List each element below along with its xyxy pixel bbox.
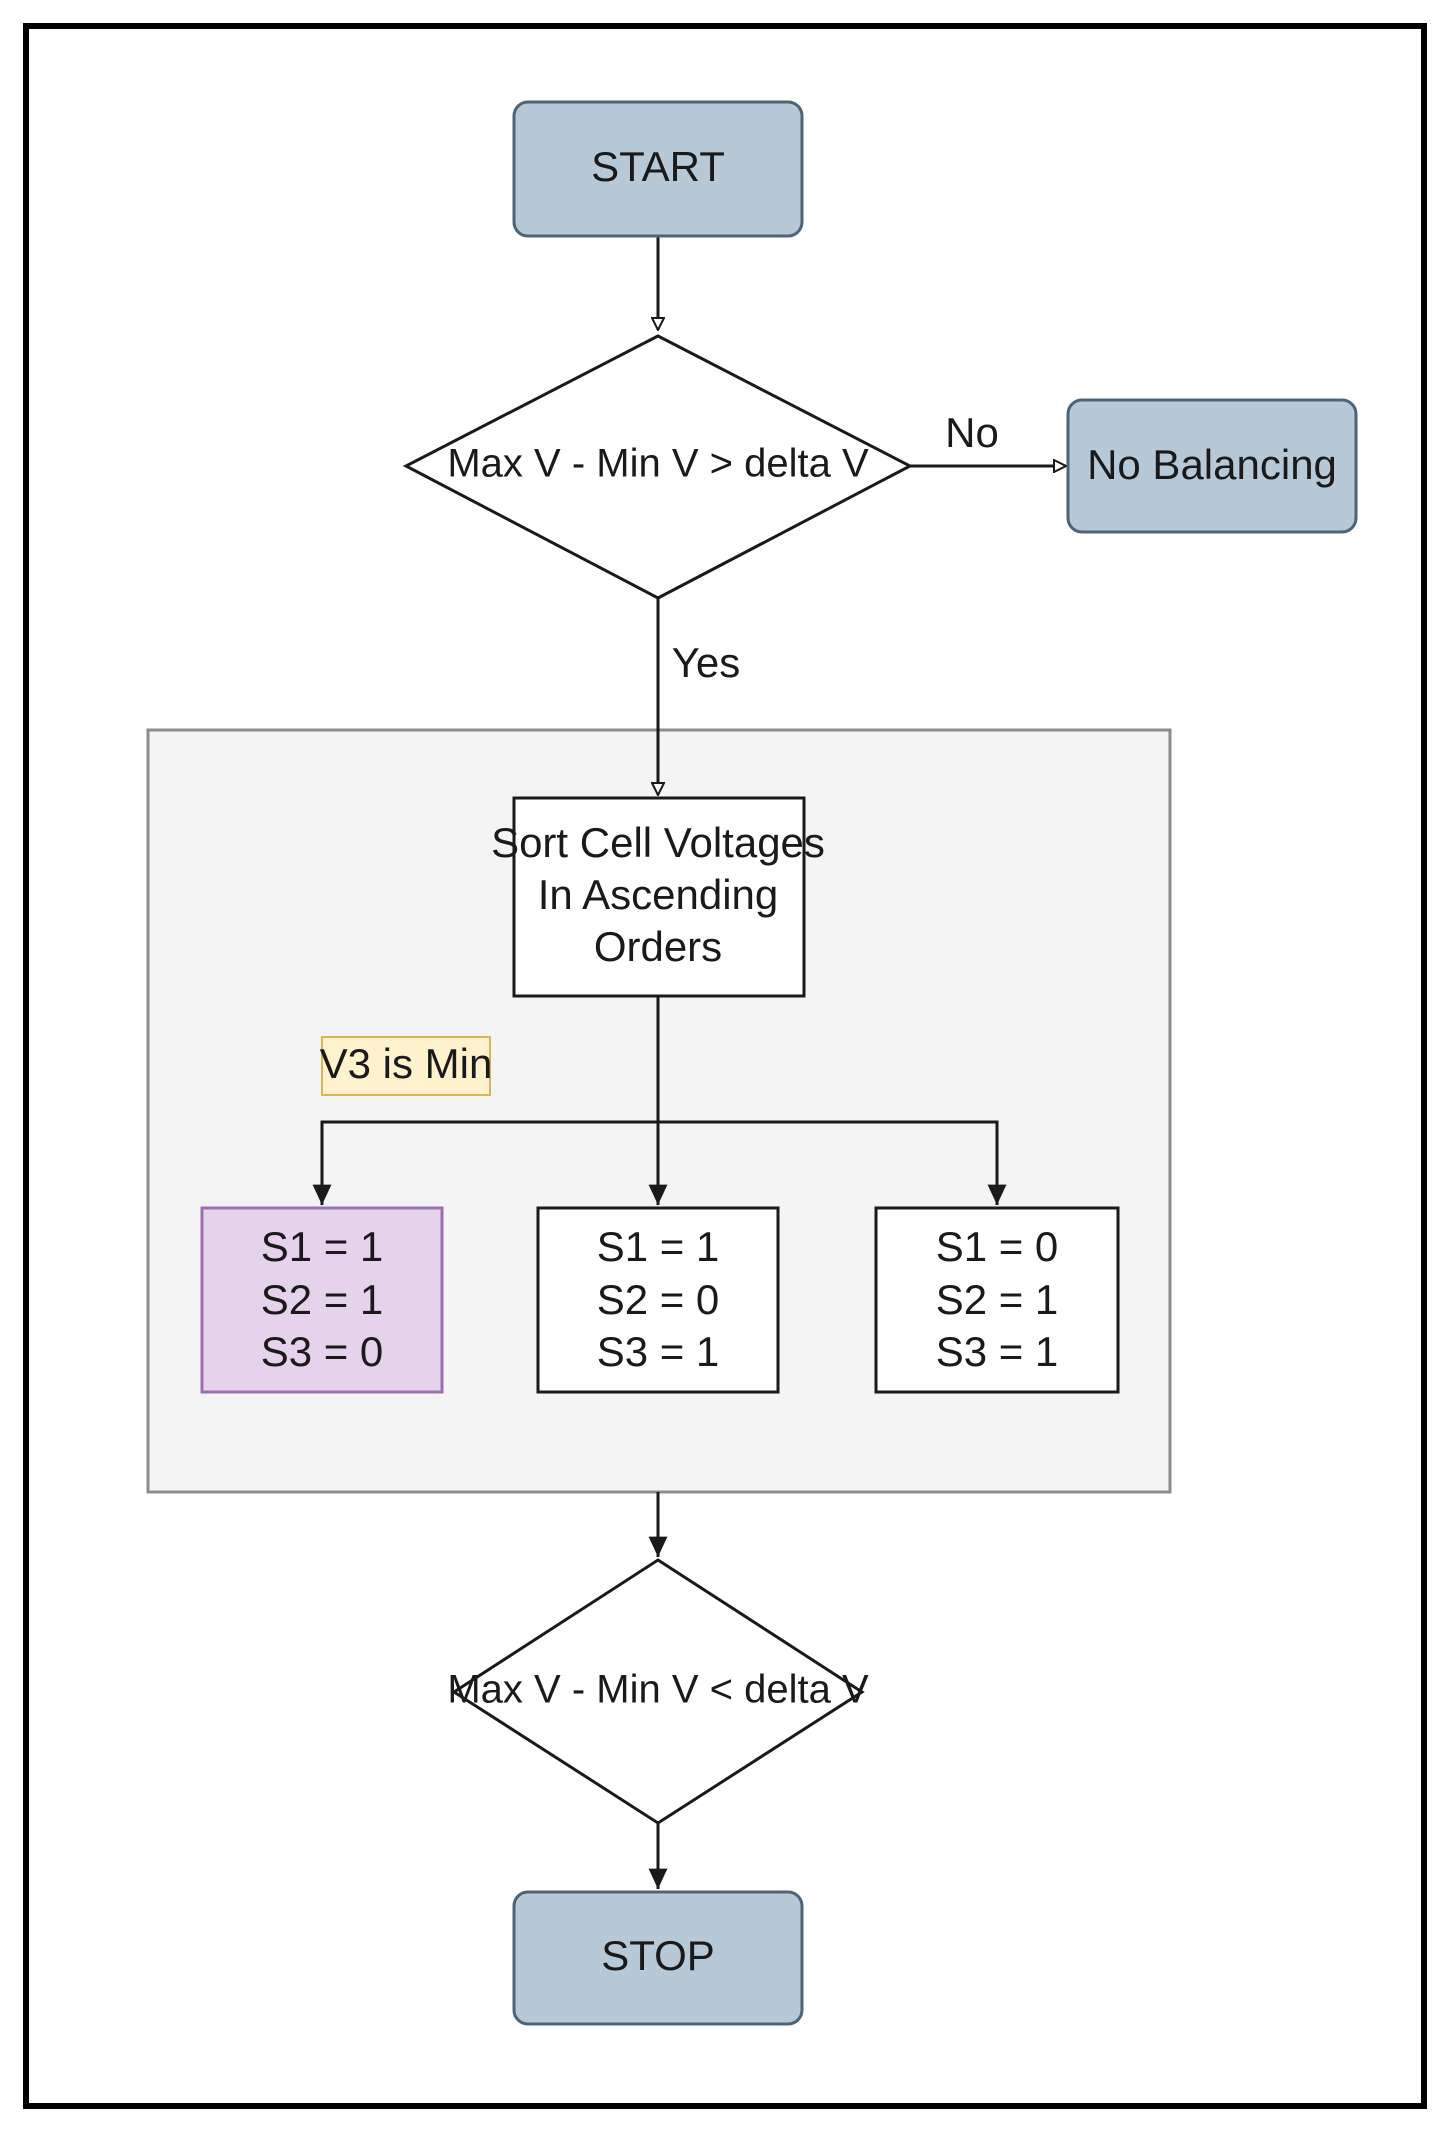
state-1-s3: S3 = 0: [261, 1328, 384, 1375]
edge-yes-label: Yes: [672, 639, 741, 686]
state-1-s1: S1 = 1: [261, 1223, 384, 1270]
state-1-s2: S2 = 1: [261, 1276, 384, 1323]
decision-1-label: Max V - Min V > delta V: [447, 442, 869, 486]
min-cell-note: V3 is Min: [320, 1036, 493, 1096]
sort-label-line-3: Orders: [594, 923, 722, 970]
decision-voltage-difference: Max V - Min V > delta V: [402, 334, 914, 600]
state-2-s1: S1 = 1: [597, 1223, 720, 1270]
decision-2-label: Max V - Min V < delta V: [447, 1668, 869, 1712]
decision-voltage-balanced: Max V - Min V < delta V: [447, 1558, 869, 1825]
no-balancing-terminal: No Balancing: [1066, 398, 1358, 534]
state-3-s2: S2 = 1: [936, 1276, 1059, 1323]
switch-state-1: S1 = 1 S2 = 1 S3 = 0: [200, 1206, 444, 1394]
edge-branch-left: [312, 1120, 658, 1205]
edge-branch-right: [658, 1120, 1007, 1205]
edge-no-label: No: [945, 409, 999, 456]
stop-terminal: STOP: [512, 1890, 804, 2026]
state-3-s3: S3 = 1: [936, 1328, 1059, 1375]
no-balancing-label: No Balancing: [1087, 441, 1337, 488]
switch-state-3: S1 = 0 S2 = 1 S3 = 1: [874, 1206, 1120, 1394]
sort-label-line-1: Sort Cell Voltages: [491, 819, 825, 866]
state-2-s2: S2 = 0: [597, 1276, 720, 1323]
state-2-s3: S3 = 1: [597, 1328, 720, 1375]
stop-label: STOP: [601, 1932, 715, 1979]
switch-state-2: S1 = 1 S2 = 0 S3 = 1: [536, 1206, 780, 1394]
connectors: [312, 236, 1066, 1889]
sort-process: Sort Cell Voltages In Ascending Orders: [491, 796, 825, 998]
start-label: START: [591, 143, 725, 190]
min-cell-note-label: V3 is Min: [320, 1040, 493, 1087]
sort-label-line-2: In Ascending: [538, 871, 779, 918]
state-3-s1: S1 = 0: [936, 1223, 1059, 1270]
start-terminal: START: [512, 100, 804, 238]
